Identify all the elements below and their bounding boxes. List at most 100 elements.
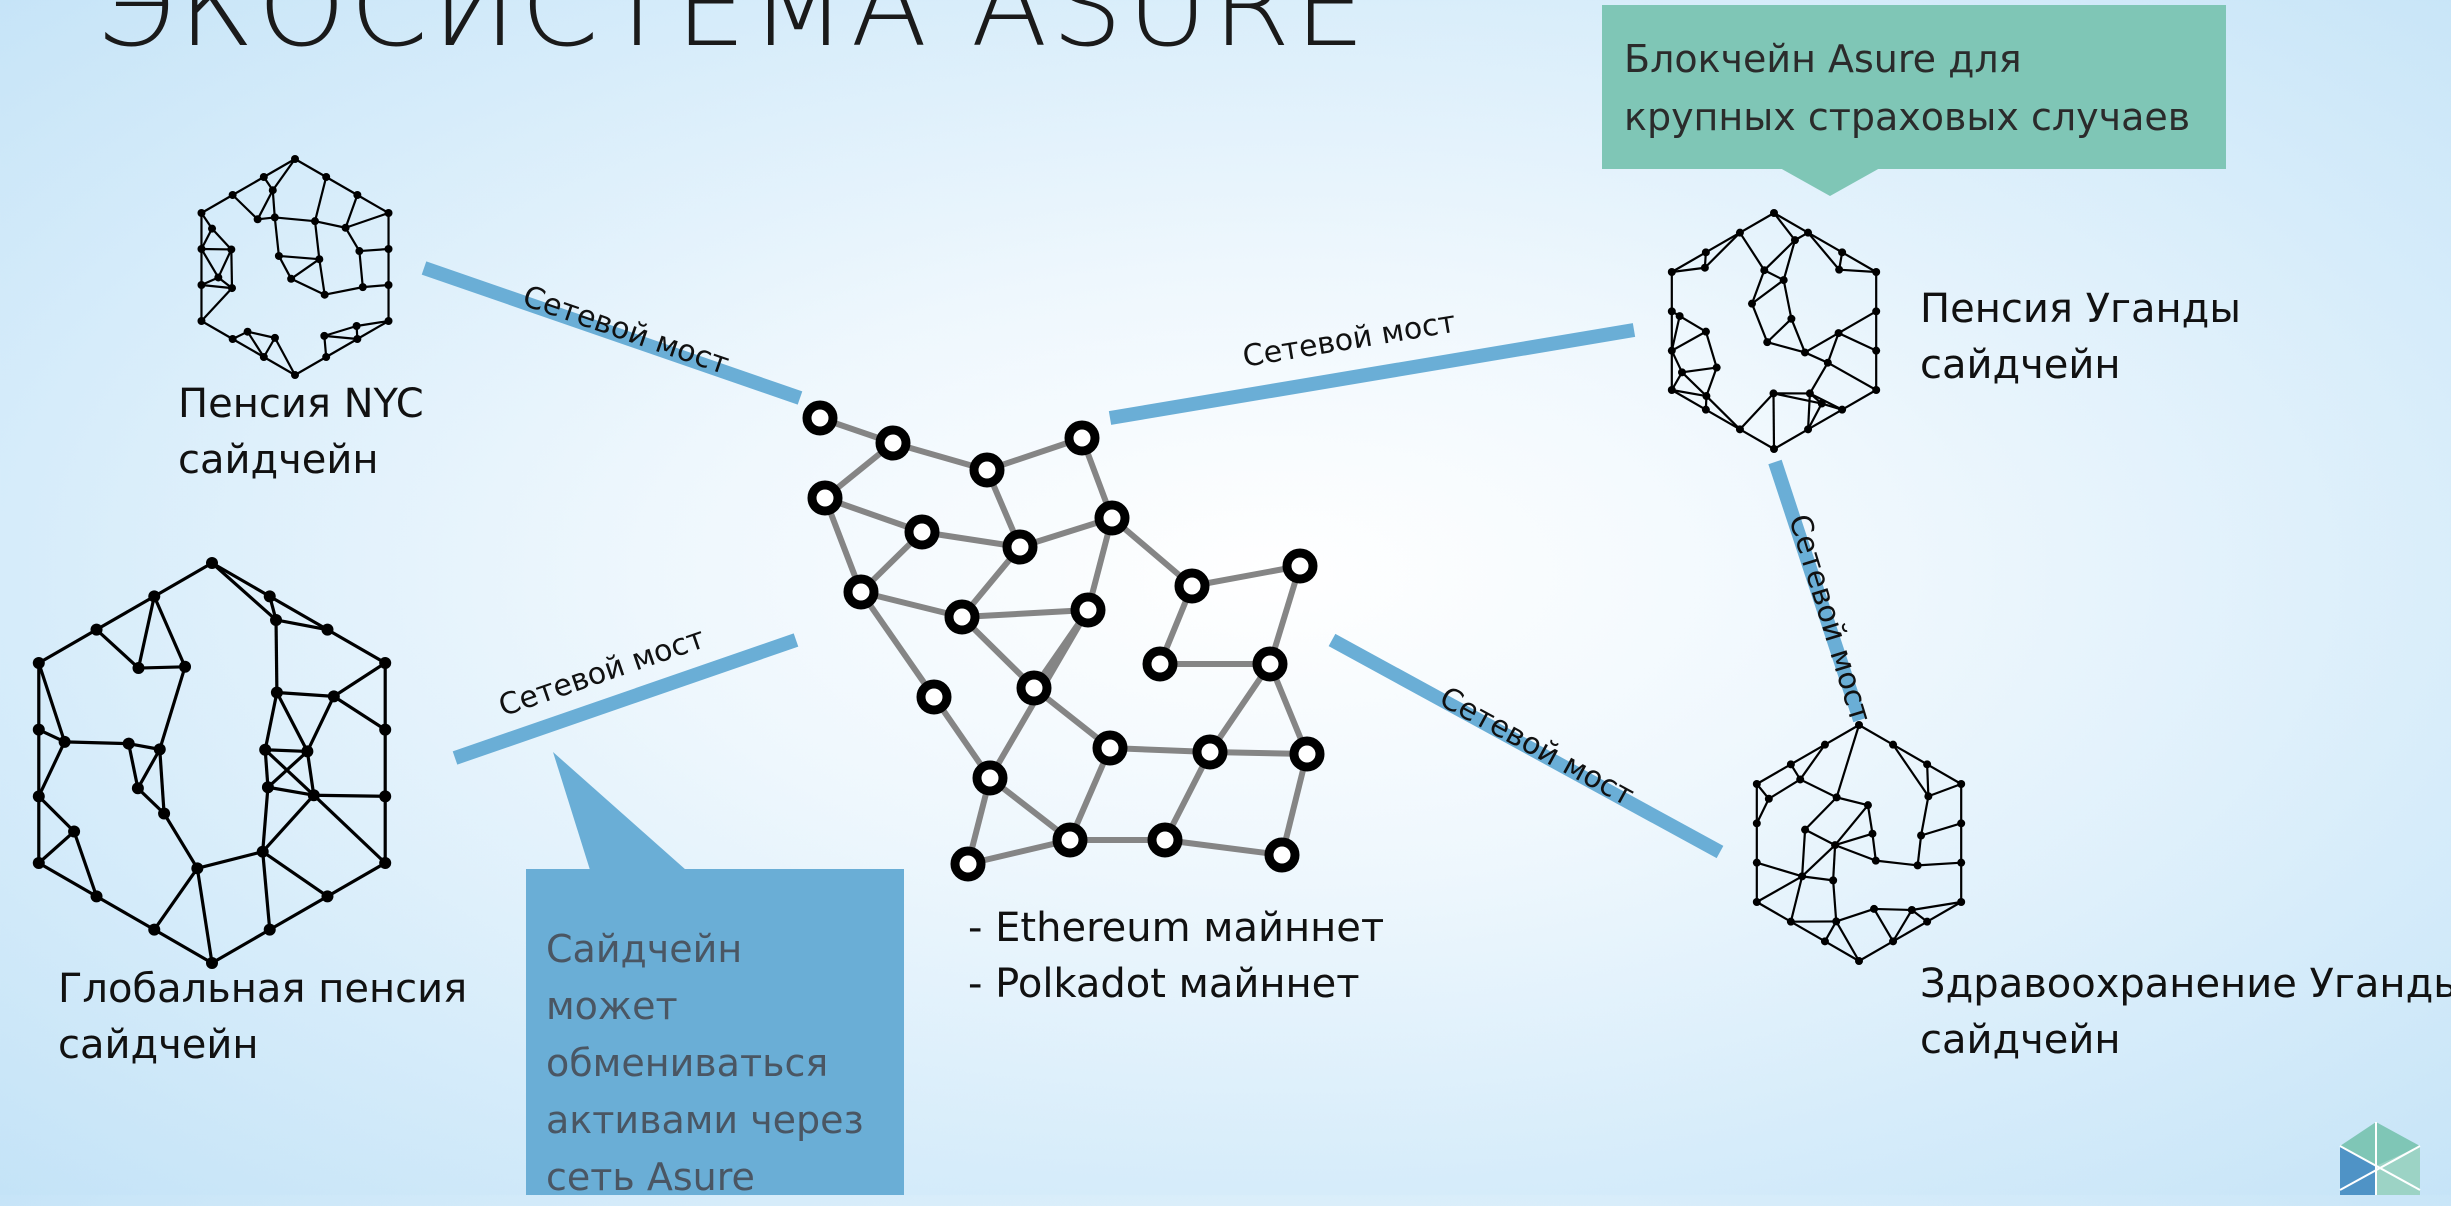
mainnet-node [977, 765, 1003, 791]
mesh-edge [1839, 333, 1877, 351]
mesh-node [1833, 793, 1841, 801]
mesh-edge [1740, 213, 1774, 233]
mesh-edge [295, 357, 326, 375]
mesh-edge [197, 868, 212, 963]
mesh-node [342, 224, 350, 232]
mesh-node [1787, 918, 1795, 926]
mainnet-node [1097, 735, 1123, 761]
mesh-node [321, 291, 329, 299]
mesh-node [254, 215, 262, 223]
mesh-node [271, 213, 279, 221]
mesh-edge [129, 744, 138, 789]
mainnet-node [1057, 827, 1083, 853]
mesh-node [59, 736, 71, 748]
mesh-edge [154, 868, 197, 929]
nyc-sidechain-label: Пенсия NYC сайдчейн [178, 376, 424, 488]
mesh-node [1831, 841, 1839, 849]
uganda-health-label: Здравоохранение Уганды сайдчейн [1920, 956, 2451, 1068]
mesh-node [1668, 386, 1676, 394]
mesh-node [353, 335, 361, 343]
mainnet-node [1287, 553, 1313, 579]
mesh-edge [1842, 252, 1876, 272]
mesh-edge [1928, 784, 1961, 796]
mesh-node [1760, 266, 1768, 274]
mesh-node [1889, 741, 1897, 749]
mesh-edge [279, 256, 319, 259]
mesh-node [321, 624, 333, 636]
mainnet-node [1147, 651, 1173, 677]
mesh-node [1678, 368, 1686, 376]
mesh-node [322, 173, 330, 181]
mesh-node [385, 281, 393, 289]
mesh-node [1763, 338, 1771, 346]
uganda-pension-mesh [1668, 209, 1880, 453]
mesh-edge [1802, 830, 1805, 877]
mesh-edge [97, 596, 155, 629]
mainnet-node [1179, 573, 1205, 599]
mesh-node [379, 857, 391, 869]
mesh-edge [334, 696, 385, 729]
mesh-edge [139, 596, 155, 668]
mesh-edge [346, 195, 358, 228]
mainnet-line2: - Polkadot майннет [968, 956, 1384, 1012]
mesh-edge [263, 852, 328, 897]
mesh-edge [1800, 779, 1836, 797]
mesh-node [1713, 364, 1721, 372]
mesh-edge [39, 742, 65, 796]
mesh-node [264, 924, 276, 936]
mesh-edge [39, 630, 97, 663]
mesh-node [355, 247, 363, 255]
mainnet-edge [1165, 840, 1282, 855]
mesh-node [1924, 792, 1932, 800]
mesh-edge [1805, 830, 1835, 845]
mesh-node [1868, 830, 1876, 838]
mesh-node [1801, 826, 1809, 834]
mesh-node [1770, 445, 1778, 453]
mesh-edge [1835, 845, 1876, 861]
mesh-edge [1791, 876, 1802, 921]
mesh-node [1702, 406, 1710, 414]
mainnet-node [1099, 505, 1125, 531]
nyc-label-line1: Пенсия NYC [178, 376, 424, 432]
mesh-edge [346, 228, 360, 251]
mesh-edge [325, 287, 363, 295]
mesh-edge [1859, 725, 1893, 745]
mesh-node [1753, 859, 1761, 867]
mesh-node [1835, 266, 1843, 274]
mesh-edge [233, 195, 258, 219]
mesh-edge [1740, 233, 1764, 271]
mesh-node [322, 353, 330, 361]
mesh-edge [233, 177, 264, 195]
global-label-line2: сайдчейн [58, 1017, 467, 1073]
mesh-node [1770, 389, 1778, 397]
mesh-edge [1805, 797, 1837, 829]
mesh-node [1753, 898, 1761, 906]
mainnet-node [974, 457, 1000, 483]
mesh-edge [1757, 799, 1769, 824]
mesh-node [91, 624, 103, 636]
mesh-node [1796, 775, 1804, 783]
mesh-node [1702, 248, 1710, 256]
mainnet-node [1075, 597, 1101, 623]
mesh-edge [1921, 796, 1928, 835]
mesh-edge [218, 249, 231, 277]
mesh-node [33, 857, 45, 869]
mesh-node [1791, 236, 1799, 244]
global-sidechain-label: Глобальная пенсия сайдчейн [58, 961, 467, 1073]
mesh-edge [1918, 863, 1962, 866]
mesh-edge [275, 217, 279, 256]
mesh-edge [65, 742, 129, 744]
mainnet-node [1257, 651, 1283, 677]
mainnet-node [1007, 534, 1033, 560]
mesh-edge [357, 195, 388, 213]
green-callout-pointer [1780, 168, 1880, 196]
mesh-edge [1833, 845, 1835, 880]
mesh-edge [1839, 311, 1877, 333]
mesh-node [385, 317, 393, 325]
mesh-node [33, 724, 45, 736]
mesh-edge [212, 930, 270, 963]
mesh-node [197, 209, 205, 217]
mainnet-node [880, 430, 906, 456]
mesh-node [1787, 760, 1795, 768]
mesh-node [1787, 315, 1795, 323]
